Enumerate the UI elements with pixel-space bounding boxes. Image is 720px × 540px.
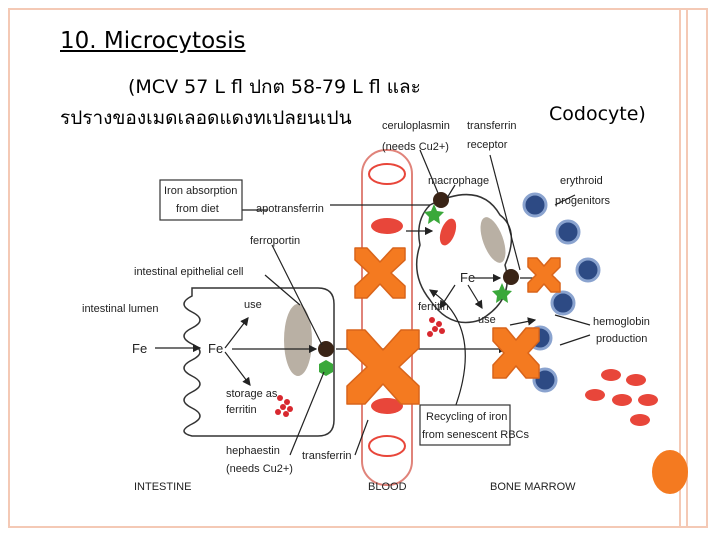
x-mark (354, 247, 406, 299)
label-hemoglobin-production: hemoglobin (593, 316, 650, 328)
orange-x-marks (346, 247, 561, 405)
slide-title: 10. Microcytosis (60, 28, 246, 54)
label-transferrin-receptor: transferrin (467, 120, 517, 132)
label-transferrin: transferrin (302, 450, 352, 462)
macrophage-nucleus (480, 217, 506, 263)
label-ferritin: ferritin (418, 301, 449, 313)
label-recycling: from senescent RBCs (422, 429, 529, 441)
ceruloplasmin-protein (433, 192, 449, 208)
label-recycling: Recycling of iron (426, 411, 507, 423)
label-ceruloplasmin: ceruloplasmin (382, 120, 450, 132)
label-intestinal-lumen: intestinal lumen (82, 303, 158, 315)
label-use: use (478, 314, 496, 326)
vessel-rbc (368, 163, 406, 185)
macrophage-star (492, 283, 512, 303)
label-use: use (244, 299, 262, 311)
label-transferrin-receptor: receptor (467, 139, 508, 151)
label-erythroid-progenitors: erythroid (560, 175, 603, 187)
subtitle-line-2: รปรางของเมดเลอดแดงทเปลยนเปน (60, 107, 352, 129)
label-intestine: INTESTINE (134, 481, 191, 493)
vessel-rbc (371, 398, 403, 414)
label-hephaestin: hephaestin (226, 445, 280, 457)
recycling-box (419, 404, 511, 446)
label-erythroid-progenitors: progenitors (555, 195, 611, 207)
label-blood: BLOOD (368, 481, 407, 493)
x-mark (527, 257, 561, 293)
hephaestin-protein (319, 360, 333, 376)
slide-border (8, 8, 708, 528)
label-ferroportin: ferroportin (250, 235, 300, 247)
decorative-orange-circle (652, 450, 688, 494)
label-fe-cell: Fe (208, 341, 223, 356)
x-mark (346, 329, 420, 405)
macrophage-ferroportin (503, 269, 519, 285)
label-fe-lumen: Fe (132, 341, 147, 356)
x-mark (492, 327, 540, 379)
ceruloplasmin-star (424, 204, 444, 224)
label-storage: storage as (226, 388, 278, 400)
ferroportin-protein (318, 341, 334, 357)
label-bone-marrow: BONE MARROW (490, 481, 576, 493)
label-hemoglobin-production: production (596, 333, 647, 345)
label-iron-absorption: Iron absorption (164, 185, 237, 197)
blood-vessel (361, 149, 413, 486)
label-needs-cu: (needs Cu2+) (382, 141, 449, 153)
label-storage: ferritin (226, 404, 257, 416)
subtitle-line-1: (MCV 57 L fl ปกต 58-79 L fl และ (128, 76, 421, 98)
slide-border-line (686, 8, 688, 528)
label-intestinal-epithelial-cell: intestinal epithelial cell (134, 266, 243, 278)
label-iron-absorption: from diet (176, 203, 219, 215)
label-needs-cu: (needs Cu2+) (226, 463, 293, 475)
vessel-rbc (368, 435, 406, 457)
label-apotransferrin: apotransferrin (256, 203, 324, 215)
circulating-rbcs (585, 369, 658, 426)
ferritin-dots (275, 317, 445, 417)
nucleus (284, 304, 312, 376)
label-fe-macrophage: Fe (460, 270, 475, 285)
phagocytosed-rbc (439, 218, 457, 246)
slide-border-line (679, 8, 681, 528)
codocyte-label: Codocyte) (549, 103, 646, 125)
label-macrophage: macrophage (428, 175, 489, 187)
vessel-rbc (371, 218, 403, 234)
iron-absorption-box (159, 179, 243, 221)
